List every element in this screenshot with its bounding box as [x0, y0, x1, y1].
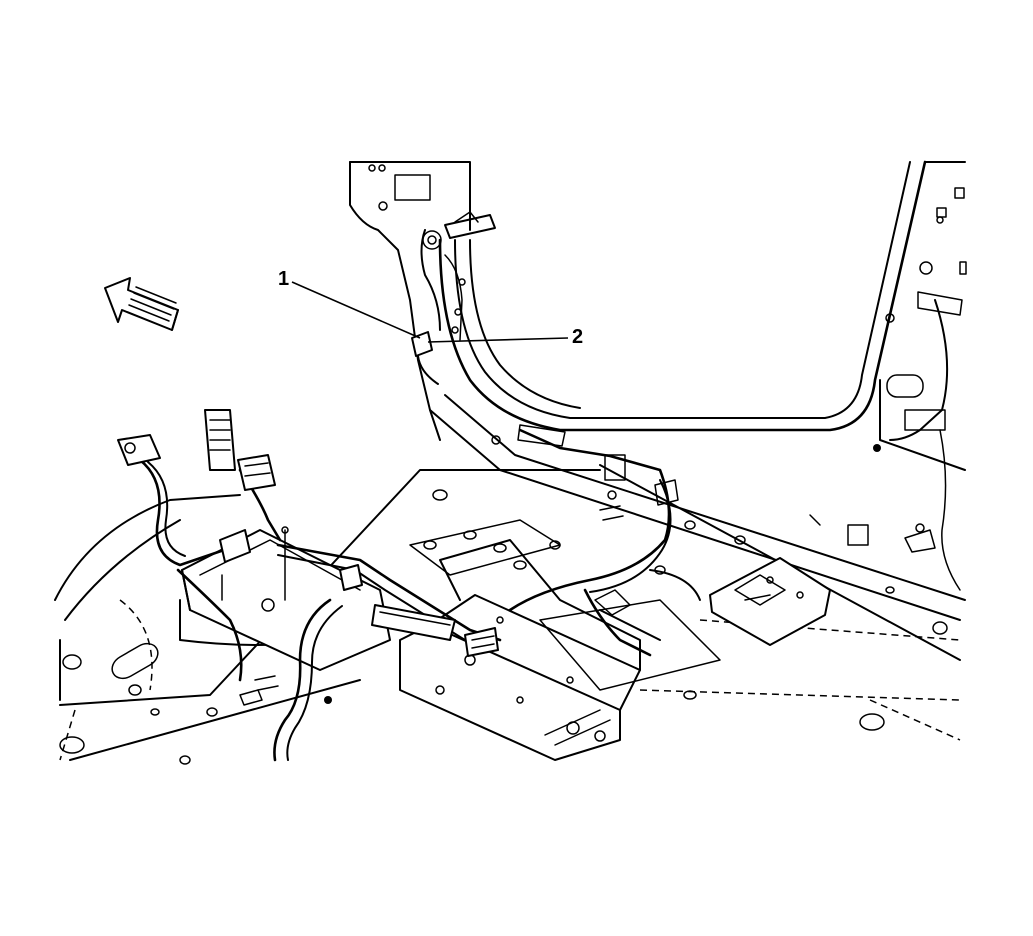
- body-pillar: [349, 160, 967, 621]
- forward-arrow-icon: [104, 277, 179, 331]
- callout-2-label: 2: [572, 326, 583, 348]
- callout-1-label: 1: [278, 268, 289, 290]
- floor-harness: [117, 409, 701, 762]
- seat-bracket: [709, 557, 831, 646]
- pillar-harness: [411, 211, 496, 385]
- left-seat-riser: [181, 526, 391, 671]
- callout-2: 2: [427, 326, 583, 348]
- callout-1: 1: [278, 268, 421, 339]
- cross-member: [399, 539, 641, 761]
